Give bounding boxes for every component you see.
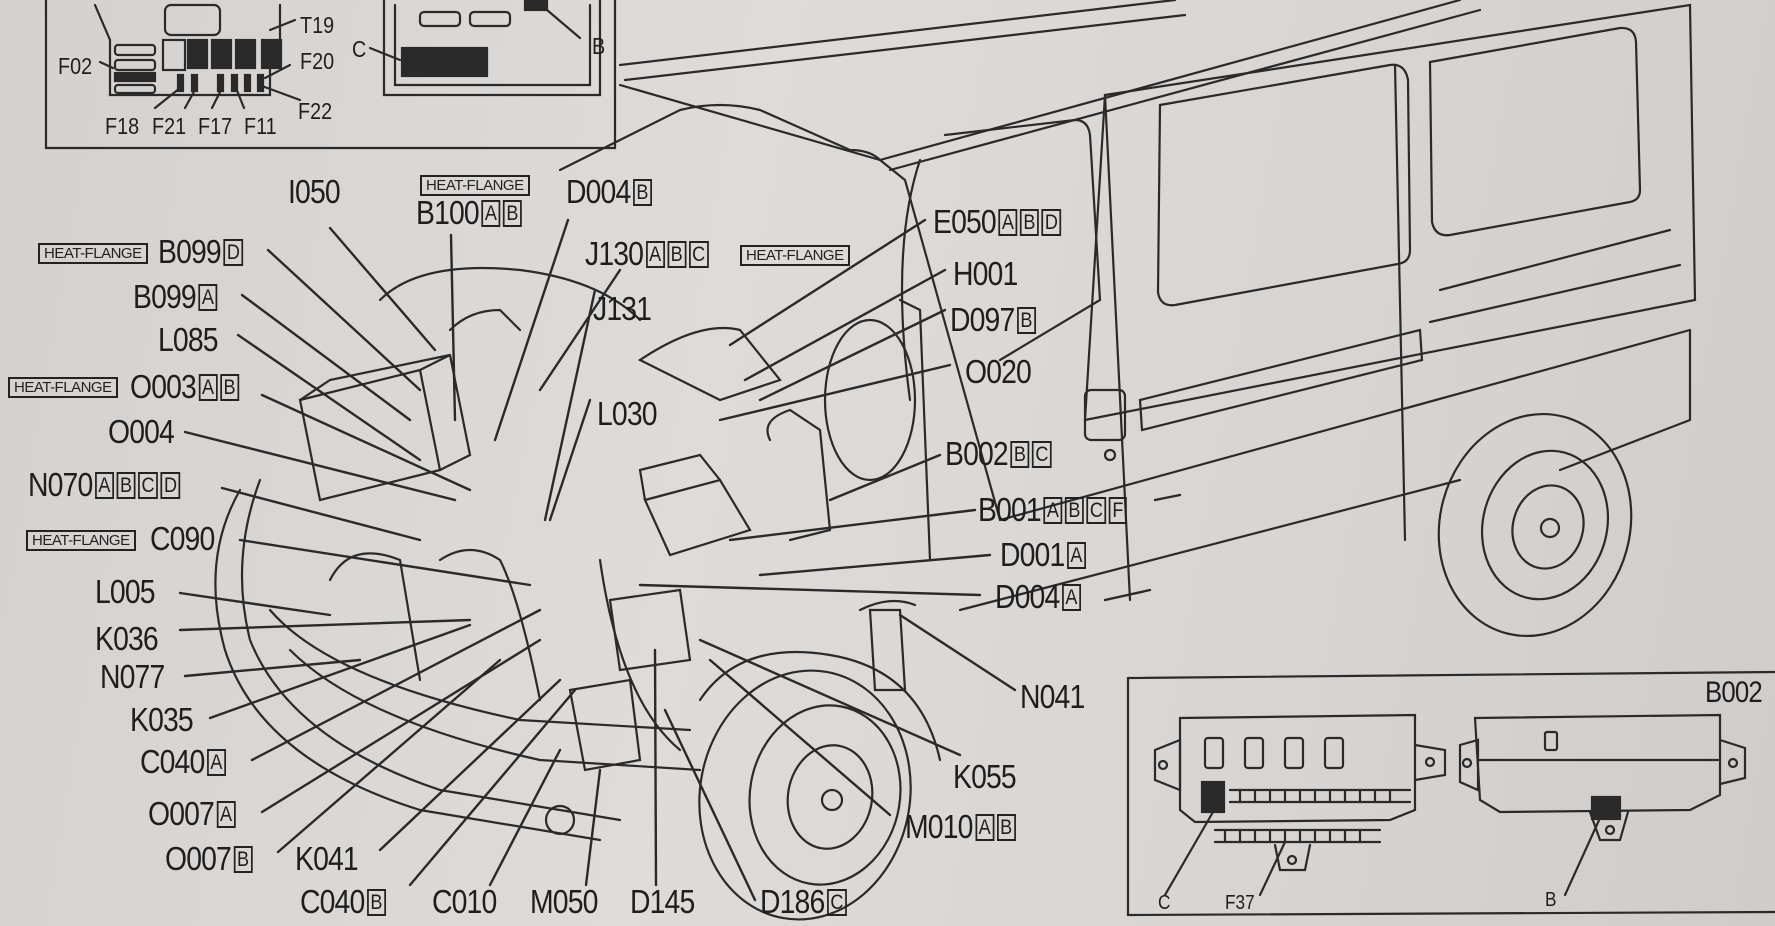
callout-o020: O020 xyxy=(965,353,1032,390)
callout-h001: H001 xyxy=(953,255,1018,292)
van-body xyxy=(558,0,1697,612)
callout-k055: K055 xyxy=(953,758,1017,795)
fusebox-inset-top xyxy=(44,0,617,150)
callout-k036: K036 xyxy=(95,620,159,657)
heat-flange-tag: HEAT-FLANGE xyxy=(26,530,136,551)
inset-label-c: C xyxy=(1158,892,1171,914)
callout-n077: N077 xyxy=(100,658,165,695)
inset-label-f37: F37 xyxy=(1225,892,1255,914)
fuse-label-f21: F21 xyxy=(152,113,187,139)
callout-m050: M050 xyxy=(530,883,598,920)
callout-l030: L030 xyxy=(597,395,658,432)
inset-label-b: B xyxy=(1545,889,1557,911)
callout-c090: C090 xyxy=(150,520,215,557)
callout-n041: N041 xyxy=(1020,678,1085,715)
connector-label-c: C xyxy=(352,36,367,62)
rear-wheel xyxy=(1437,412,1633,638)
connector-label-b: B xyxy=(592,33,606,59)
front-wheel xyxy=(698,650,942,921)
heat-flange-tag: HEAT-FLANGE xyxy=(740,245,850,266)
heat-flange-tag: HEAT-FLANGE xyxy=(420,175,530,196)
callout-l085: L085 xyxy=(158,321,219,358)
callout-d145: D145 xyxy=(630,883,695,920)
fuse-label-f11: F11 xyxy=(244,113,277,139)
fuse-label-f20: F20 xyxy=(300,48,335,74)
callout-c010: C010 xyxy=(432,883,497,920)
callout-leader-lines xyxy=(178,218,1182,902)
fuse-label-f17: F17 xyxy=(198,113,233,139)
callout-o004: O004 xyxy=(108,413,175,450)
callout-k041: K041 xyxy=(295,840,359,877)
callout-l005: L005 xyxy=(95,573,156,610)
heat-flange-tag: HEAT-FLANGE xyxy=(38,243,148,264)
b002-inset xyxy=(1126,670,1775,917)
callout-j131: J131 xyxy=(593,290,652,327)
fuse-label-f22: F22 xyxy=(298,98,333,124)
callout-k035: K035 xyxy=(130,701,194,738)
fuse-label-f18: F18 xyxy=(105,113,140,139)
fuse-label-f02: F02 xyxy=(58,53,93,79)
heat-flange-tag: HEAT-FLANGE xyxy=(8,377,118,398)
b002-inset-title: B002 xyxy=(1705,676,1763,709)
fuse-label-t19: T19 xyxy=(300,12,335,38)
callout-i050: I050 xyxy=(288,173,341,210)
